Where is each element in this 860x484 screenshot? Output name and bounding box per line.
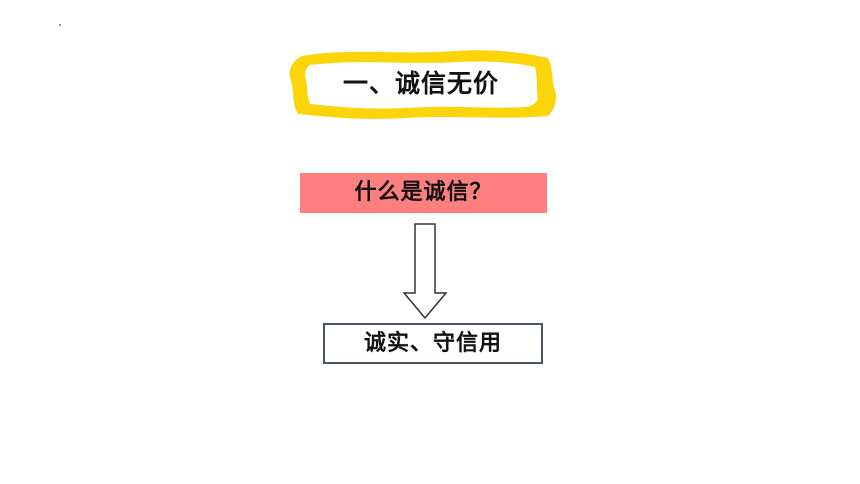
answer-text: 诚实、守信用 xyxy=(363,331,502,356)
title-banner: 一、诚信无价 xyxy=(286,46,558,122)
arrow-down-icon xyxy=(403,223,447,319)
corner-dot xyxy=(59,24,61,26)
slide-title: 一、诚信无价 xyxy=(342,69,499,98)
question-text: 什么是诚信？ xyxy=(354,180,493,205)
question-box: 什么是诚信？ xyxy=(300,173,547,213)
banner-shape xyxy=(289,50,557,119)
answer-box: 诚实、守信用 xyxy=(323,323,543,364)
